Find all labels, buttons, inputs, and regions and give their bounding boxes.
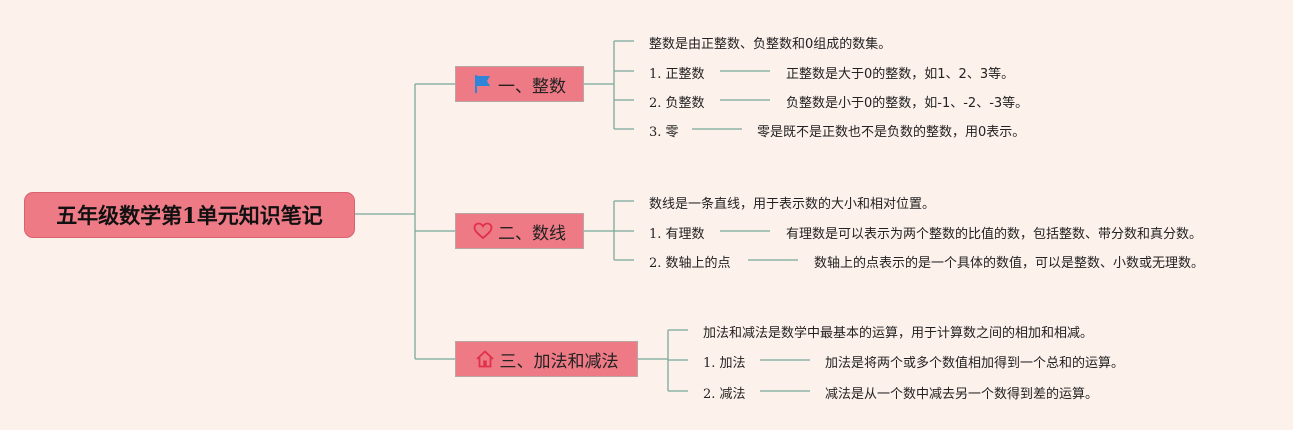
branch1-intro: 整数是由正整数、负整数和0组成的数集。 <box>649 37 892 52</box>
branch2-term-1: 1. 有理数 <box>649 227 705 242</box>
branch2-term-2: 2. 数轴上的点 <box>649 256 731 271</box>
flag-icon <box>473 74 493 94</box>
branch-label: 三、加法和减法 <box>499 351 619 372</box>
root-topic[interactable]: 五年级数学第1单元知识笔记 <box>24 192 355 238</box>
home-icon <box>475 349 495 369</box>
branch1-term-1: 1. 正整数 <box>649 67 705 82</box>
branch3-desc-2: 减法是从一个数中减去另一个数得到差的运算。 <box>825 387 1099 402</box>
branch1-desc-1: 正整数是大于0的整数，如1、2、3等。 <box>786 67 1015 82</box>
branch-label: 二、数线 <box>498 223 566 244</box>
branch-add-subtract[interactable]: 三、加法和减法 <box>455 341 638 377</box>
branch3-intro: 加法和减法是数学中最基本的运算，用于计算数之间的相加和相减。 <box>703 326 1094 341</box>
branch3-desc-1: 加法是将两个或多个数值相加得到一个总和的运算。 <box>825 356 1125 371</box>
branch-label: 一、整数 <box>498 76 566 97</box>
branch2-intro: 数线是一条直线，用于表示数的大小和相对位置。 <box>649 197 936 212</box>
branch1-desc-2: 负整数是小于0的整数，如-1、-2、-3等。 <box>786 96 1029 111</box>
heart-icon <box>473 221 493 241</box>
branch2-desc-1: 有理数是可以表示为两个整数的比值的数，包括整数、带分数和真分数。 <box>786 227 1203 242</box>
branch1-term-2: 2. 负整数 <box>649 96 705 111</box>
branch3-term-1: 1. 加法 <box>703 356 746 371</box>
branch3-term-2: 2. 减法 <box>703 387 746 402</box>
branch1-desc-3: 零是既不是正数也不是负数的整数，用0表示。 <box>757 125 1026 140</box>
branch-integers[interactable]: 一、整数 <box>455 66 584 102</box>
branch2-desc-2: 数轴上的点表示的是一个具体的数值，可以是整数、小数或无理数。 <box>814 256 1205 271</box>
branch-number-line[interactable]: 二、数线 <box>455 213 584 249</box>
branch1-term-3: 3. 零 <box>649 125 679 140</box>
